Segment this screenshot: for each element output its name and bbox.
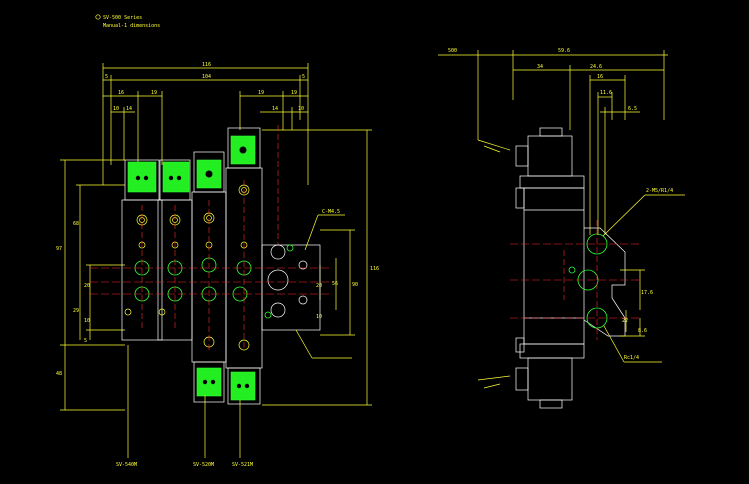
dim-side-e: 6.5 [628,106,637,112]
dim-side-c: 16 [597,74,603,80]
dim-front-inner: 104 [202,74,211,80]
dim-pitch-b: 19 [151,90,157,96]
dim-front-overall: 116 [202,62,211,68]
dim-left-base: 5 [84,338,87,344]
port-note-bottom: Rc1/4 [624,355,639,361]
dim-front-right-gap: 5 [302,74,305,80]
part-label-center: SV-520M [193,462,214,468]
drawing-subtitle: Manual-1 dimensions [103,23,160,29]
dim-side-b: 24.6 [590,64,602,70]
part-label-leaders: SV-540M SV-520M SV-521M [116,345,253,468]
part-label-left: SV-540M [116,462,137,468]
side-body [510,127,640,409]
solenoid-connector-icon [230,135,256,165]
dim-right-b: 56 [332,281,338,287]
port-callouts: 2-M5/R1/4 Rc1/4 [602,188,685,363]
title-block: SV-500 Series Manual-1 dimensions [95,14,160,29]
dim-small-a: 10 [113,106,119,112]
front-view: 116 104 5 5 16 19 19 19 10 14 14 10 [56,62,379,468]
valve-3 [191,151,227,403]
dim-side-right-c: 8.6 [638,328,647,334]
manifold-end-plate [261,125,352,359]
dim-side-a: 34 [537,64,543,70]
solenoid-connector-icon [230,371,256,401]
valve-1 [121,159,163,341]
dim-left-lower: 29 [73,308,79,314]
hole-note: C-M4.5 [322,209,340,215]
dim-left-mid: 20 [84,283,90,289]
dim-left-upper: 68 [73,221,79,227]
dim-side-right-a: 17.6 [641,290,653,296]
part-label-right: SV-521M [232,462,253,468]
dim-cable: 500 [448,48,457,54]
dim-small-c: 14 [272,106,278,112]
dim-right-total: 116 [370,266,379,272]
dim-pitch-a: 16 [118,90,124,96]
dim-left-bottom: 10 [84,318,90,324]
dim-right-a: 90 [352,282,358,288]
front-right-dimensions: 116 90 56 20 10 [262,129,379,406]
dim-right-d: 10 [316,314,322,320]
cable-leaders [477,139,511,389]
dim-small-b: 14 [126,106,132,112]
solenoid-connector-icon [196,367,222,397]
dim-left-total: 97 [56,246,62,252]
solenoid-connector-icon [162,161,190,193]
hole-callout: C-M4.5 [304,209,345,251]
side-right-dimensions: 17.6 22 8.6 [620,269,653,337]
side-view: 500 59.6 34 24.6 16 11.6 6.5 [438,48,685,409]
dim-right-c: 20 [316,283,322,289]
solenoid-connector-icon [127,161,157,193]
side-top-dimensions: 500 59.6 34 24.6 16 11.6 6.5 [438,48,668,235]
dim-pitch-d: 19 [291,90,297,96]
dim-small-d: 10 [298,106,304,112]
dim-side-right-b: 22 [622,318,628,324]
dim-front-left-gap: 5 [105,74,108,80]
dim-side-d: 11.6 [600,90,612,96]
dim-left-foot: 48 [56,371,62,377]
dim-pitch-c: 19 [258,90,264,96]
drawing-title: SV-500 Series [103,15,142,21]
dim-side-overall: 59.6 [558,48,570,54]
front-left-dimensions: 97 68 20 29 10 5 48 [56,159,125,411]
valve-stack [90,125,352,405]
valve-4 [225,127,263,405]
port-note-top: 2-M5/R1/4 [646,188,673,194]
front-top-dimensions: 116 104 5 5 16 19 19 19 10 14 14 10 [102,62,309,185]
